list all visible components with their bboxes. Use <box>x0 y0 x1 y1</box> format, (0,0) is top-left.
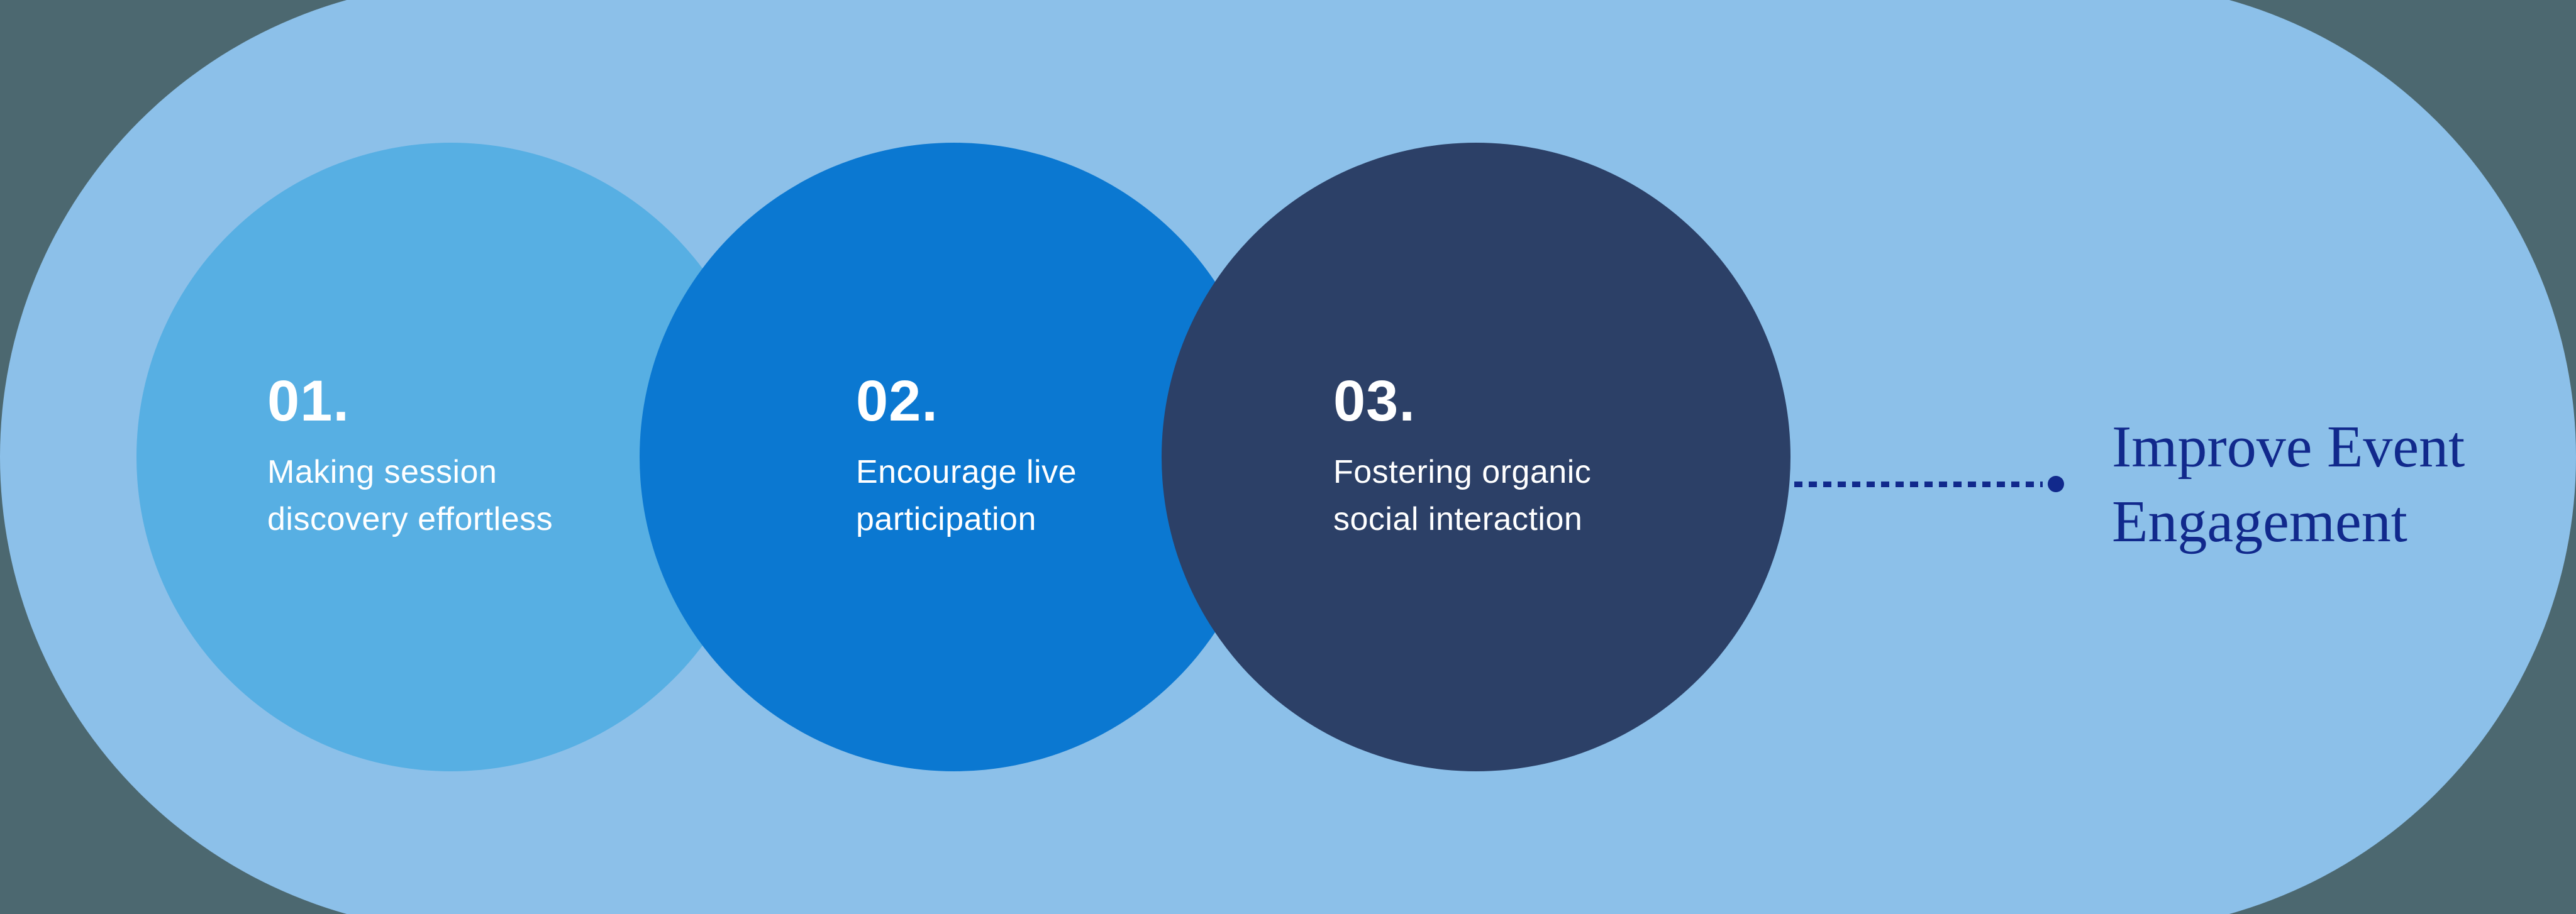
step-circle-3 <box>1162 143 1790 771</box>
connector-endpoint-dot <box>2048 476 2064 492</box>
step-3-number: 03. <box>1333 369 1416 433</box>
step-1-label: Making session discovery effortless <box>267 454 553 537</box>
step-2-text: 02. Encourage live participation <box>856 370 1077 543</box>
step-2-label: Encourage live participation <box>856 454 1077 537</box>
dotted-connector-line <box>1794 482 2043 487</box>
step-3-text: 03. Fostering organic social interaction <box>1333 370 1591 543</box>
step-3-label: Fostering organic social interaction <box>1333 454 1592 537</box>
step-2-number: 02. <box>856 369 938 433</box>
step-1-number: 01. <box>267 369 350 433</box>
outcome-label: Improve Event Engagement <box>2112 414 2465 554</box>
step-1-text: 01. Making session discovery effortless <box>267 370 553 543</box>
